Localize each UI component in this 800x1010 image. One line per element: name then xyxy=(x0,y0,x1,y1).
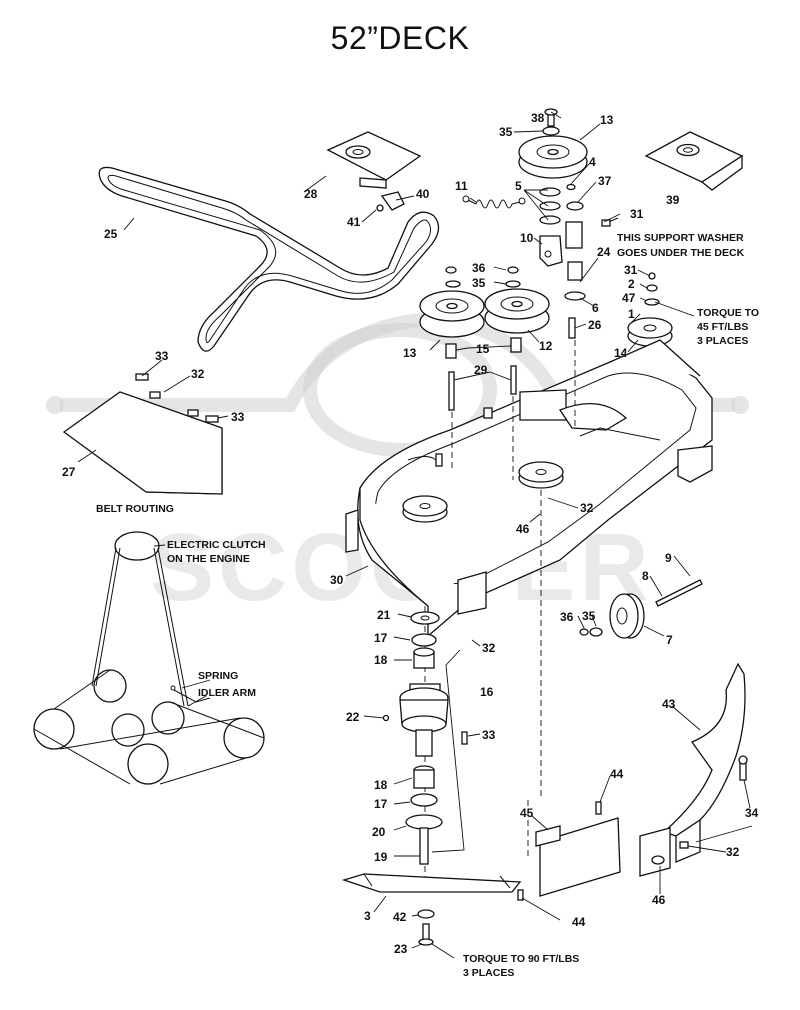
label-part-25: 25 xyxy=(104,227,118,241)
note-support-washer-line2: GOES UNDER THE DECK xyxy=(617,247,745,259)
label-part-5: 5 xyxy=(515,179,522,193)
label-part-44: 44 xyxy=(572,915,586,929)
label-part-33: 33 xyxy=(155,349,169,363)
label-part-35: 35 xyxy=(472,276,486,290)
belt-routing-inset xyxy=(33,531,265,785)
label-part-8: 8 xyxy=(642,569,649,583)
note-torque90-line2: 3 PLACES xyxy=(463,967,514,979)
note-torque45-line3: 3 PLACES xyxy=(697,335,748,347)
note-torque45-line1: TORQUE TO xyxy=(697,307,759,319)
diagram-notes: THIS SUPPORT WASHER GOES UNDER THE DECK … xyxy=(96,232,759,979)
label-part-18: 18 xyxy=(374,778,388,792)
label-part-47: 47 xyxy=(622,291,636,305)
label-part-1: 1 xyxy=(628,307,635,321)
note-spring: SPRING xyxy=(198,670,238,682)
spindle-assembly xyxy=(382,611,468,865)
mower-deck-housing xyxy=(345,339,713,638)
label-part-44: 44 xyxy=(610,767,624,781)
label-part-13: 13 xyxy=(600,113,614,127)
discharge-chute xyxy=(662,662,748,863)
label-part-35: 35 xyxy=(582,609,596,623)
note-torque90-line1: TORQUE TO 90 FT/LBS xyxy=(463,953,579,965)
label-part-43: 43 xyxy=(662,697,676,711)
label-part-31: 31 xyxy=(624,263,638,277)
label-part-33: 33 xyxy=(482,728,496,742)
label-part-24: 24 xyxy=(597,245,611,259)
label-part-37: 37 xyxy=(598,174,612,188)
label-part-23: 23 xyxy=(394,942,408,956)
label-part-9: 9 xyxy=(665,551,672,565)
label-part-30: 30 xyxy=(330,573,344,587)
label-part-7: 7 xyxy=(666,633,673,647)
label-part-46: 46 xyxy=(516,522,530,536)
label-part-12: 12 xyxy=(539,339,553,353)
mower-blade xyxy=(341,873,522,946)
label-part-32: 32 xyxy=(191,367,205,381)
spindle-pulley-right xyxy=(627,272,673,347)
label-part-14: 14 xyxy=(614,346,628,360)
label-part-39: 39 xyxy=(666,193,680,207)
label-part-34: 34 xyxy=(745,806,759,820)
anti-scalp-wheel xyxy=(579,579,703,639)
label-part-41: 41 xyxy=(347,215,361,229)
label-part-45: 45 xyxy=(520,806,534,820)
label-part-26: 26 xyxy=(588,318,602,332)
label-part-40: 40 xyxy=(416,187,430,201)
label-part-15: 15 xyxy=(476,342,490,356)
label-part-2: 2 xyxy=(628,277,635,291)
label-part-19: 19 xyxy=(374,850,388,864)
label-part-28: 28 xyxy=(304,187,318,201)
label-part-31: 31 xyxy=(630,207,644,221)
note-clutch-line2: ON THE ENGINE xyxy=(167,553,250,565)
label-part-38: 38 xyxy=(531,111,545,125)
label-part-17: 17 xyxy=(374,797,388,811)
note-torque45-line2: 45 FT/LBS xyxy=(697,321,748,333)
diagram-title: 52”DECK xyxy=(330,20,470,56)
rear-deflector-shield xyxy=(62,373,223,495)
discharge-plate xyxy=(517,801,689,901)
leader-lines xyxy=(77,111,753,959)
label-part-27: 27 xyxy=(62,465,76,479)
idler-spring xyxy=(462,195,526,209)
label-part-42: 42 xyxy=(393,910,407,924)
belt-cover-plate-right xyxy=(644,131,744,191)
drive-belt xyxy=(98,166,440,352)
label-part-35: 35 xyxy=(499,125,513,139)
label-part-6: 6 xyxy=(592,301,599,315)
label-part-13: 13 xyxy=(403,346,417,360)
label-part-21: 21 xyxy=(377,608,391,622)
belt-routing-heading: BELT ROUTING xyxy=(96,503,174,515)
label-part-29: 29 xyxy=(474,363,488,377)
label-part-46: 46 xyxy=(652,893,666,907)
label-part-4: 4 xyxy=(589,155,596,169)
label-part-18: 18 xyxy=(374,653,388,667)
belt-cover-plate-left xyxy=(326,131,422,212)
twin-drive-pulleys xyxy=(419,266,550,411)
label-part-32: 32 xyxy=(726,845,740,859)
label-part-33: 33 xyxy=(231,410,245,424)
label-part-16: 16 xyxy=(480,685,494,699)
label-part-32: 32 xyxy=(580,501,594,515)
label-part-10: 10 xyxy=(520,231,534,245)
label-part-36: 36 xyxy=(472,261,486,275)
part-number-labels: 38 35 13 4 5 37 31 10 24 6 26 31 2 47 1 … xyxy=(62,111,759,956)
label-part-17: 17 xyxy=(374,631,388,645)
note-support-washer-line1: THIS SUPPORT WASHER xyxy=(617,232,744,244)
note-clutch-line1: ELECTRIC CLUTCH xyxy=(167,539,266,551)
label-part-20: 20 xyxy=(372,825,386,839)
label-part-36: 36 xyxy=(560,610,574,624)
label-part-22: 22 xyxy=(346,710,360,724)
label-part-11: 11 xyxy=(455,179,468,193)
note-idler-arm: IDLER ARM xyxy=(198,687,256,699)
label-part-3: 3 xyxy=(364,909,371,923)
label-part-32: 32 xyxy=(482,641,496,655)
